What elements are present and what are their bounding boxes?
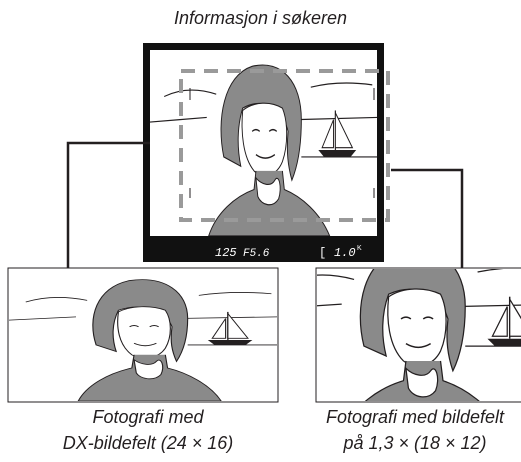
aperture-readout: F5.6 bbox=[243, 248, 270, 260]
caption-crop: Fotografi med bildefelt på 1,3 × (18 × 1… bbox=[300, 404, 521, 456]
caption-crop-line-2: på 1,3 × (18 × 12) bbox=[343, 433, 487, 453]
frame-count-readout: 1.0 bbox=[334, 246, 356, 260]
caption-crop-line-1: Fotografi med bildefelt bbox=[325, 407, 505, 427]
frame-count-bracket: [ bbox=[319, 246, 326, 260]
shutter-speed-readout: 125 bbox=[215, 246, 237, 260]
leader-line-left bbox=[66, 141, 150, 268]
caption-dx-line-2: DX-bildefelt (24 × 16) bbox=[62, 433, 234, 453]
viewfinder-top: 125 F5.6 [ 1.0 K bbox=[143, 43, 390, 262]
crop-frame-1-3x bbox=[179, 69, 390, 222]
caption-dx-line-1: Fotografi med bbox=[92, 407, 204, 427]
photo-crop-area bbox=[315, 267, 521, 403]
leader-line-right bbox=[391, 168, 464, 268]
diagram-title: Informasjon i søkeren bbox=[173, 8, 348, 28]
photo-dx-area bbox=[7, 267, 279, 403]
focus-area-brackets bbox=[189, 88, 375, 198]
frame-count-suffix: K bbox=[357, 245, 362, 252]
caption-dx: Fotografi med DX-bildefelt (24 × 16) bbox=[8, 404, 288, 456]
